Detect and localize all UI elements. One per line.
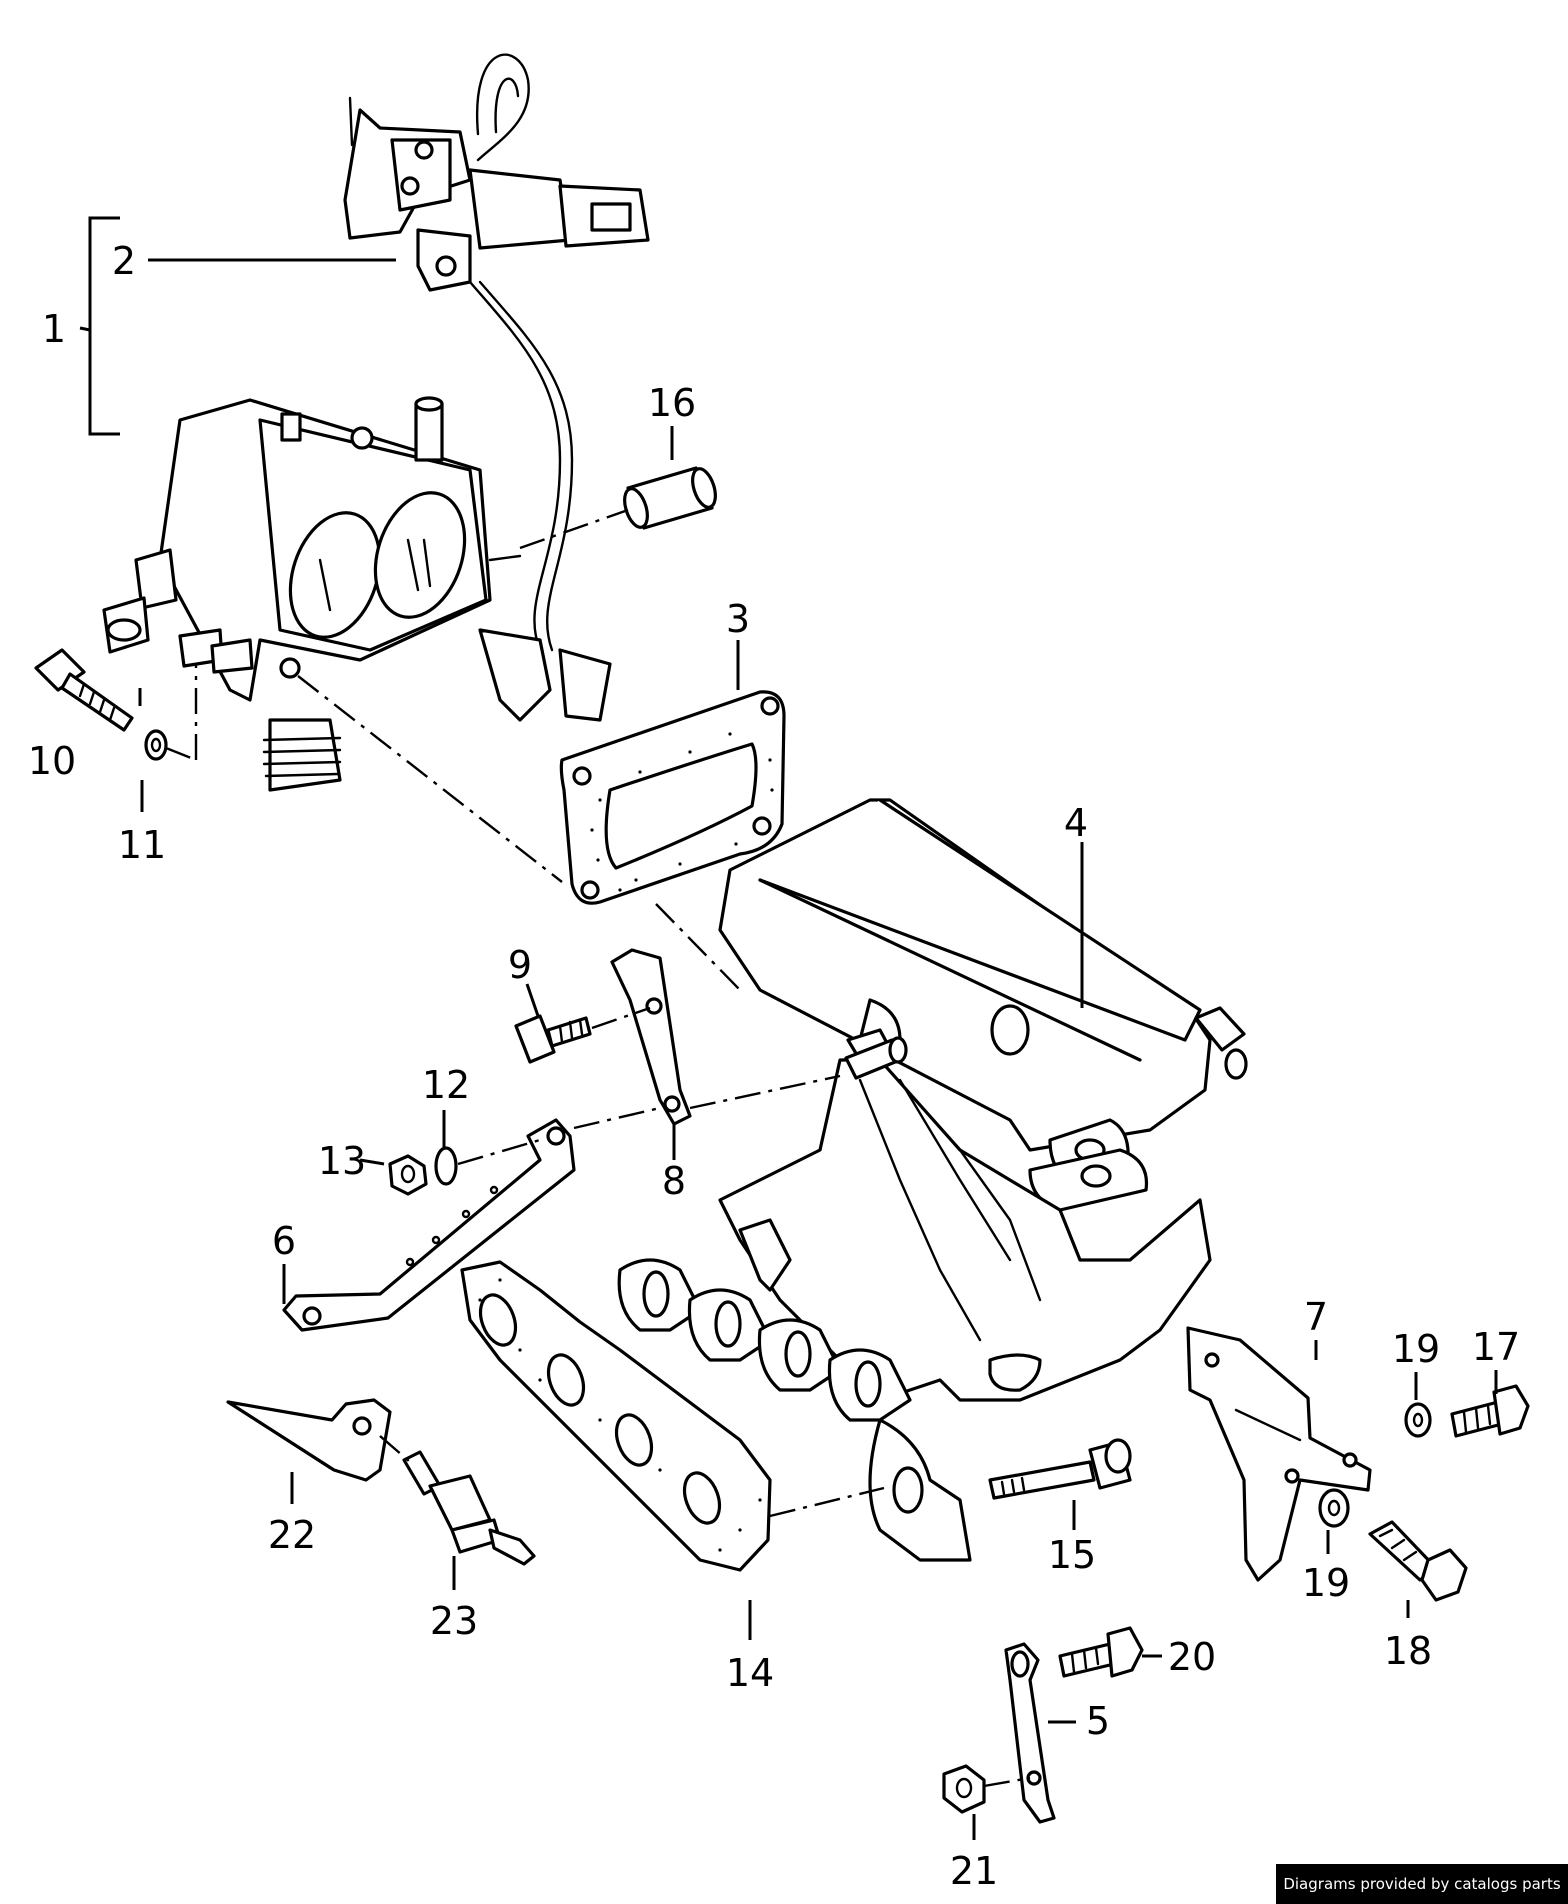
- credit-badge: Diagrams provided by catalogs parts: [1276, 1864, 1568, 1904]
- throttle-gasket-part-illustration: [297, 675, 786, 905]
- bracket-8-part-illustration: [610, 948, 692, 1126]
- washer-19-lower-part-illustration: [1318, 1488, 1350, 1528]
- bolt-10-part-illustration: [34, 648, 134, 732]
- throttle-switch-part-illustration: [343, 53, 650, 652]
- part-label-18: 18: [1384, 1629, 1432, 1673]
- part-label-4: 4: [1064, 801, 1088, 845]
- part-label-15: 15: [1048, 1533, 1096, 1577]
- part-label-2: 2: [112, 239, 136, 283]
- part-label-10: 10: [28, 739, 76, 783]
- throttle-body-part-illustration: [102, 396, 612, 792]
- part-label-3: 3: [726, 597, 750, 641]
- part-label-1: 1: [42, 307, 66, 351]
- bracket-5-part-illustration: [1004, 1642, 1056, 1824]
- part-label-12: 12: [422, 1063, 470, 1107]
- manifold-gasket-part-illustration: [460, 1260, 885, 1572]
- washer-19-upper-part-illustration: [1404, 1402, 1432, 1438]
- part-label-8: 8: [662, 1159, 686, 1203]
- nut-13-part-illustration: [388, 1154, 428, 1196]
- part-label-6: 6: [272, 1219, 296, 1263]
- sender-23-part-illustration: [379, 1435, 536, 1566]
- part-label-11: 11: [118, 823, 166, 867]
- part-label-19-lower: 19: [1302, 1561, 1350, 1605]
- bracket-6-part-illustration: [282, 1118, 576, 1332]
- washer-11-part-illustration: [144, 664, 198, 762]
- bolt-15-part-illustration: [988, 1438, 1132, 1500]
- intake-manifold-part-illustration: [617, 798, 1248, 1562]
- part-label-22: 22: [268, 1513, 316, 1557]
- part-label-7: 7: [1304, 1295, 1328, 1339]
- part-label-19-upper: 19: [1392, 1327, 1440, 1371]
- part-label-5: 5: [1086, 1699, 1110, 1743]
- part-label-20: 20: [1168, 1635, 1216, 1679]
- sleeve-part-illustration: [519, 466, 717, 550]
- stud-part-illustration: [844, 1036, 908, 1080]
- bolt-9-part-illustration: [514, 1006, 841, 1110]
- part-label-17: 17: [1472, 1325, 1520, 1369]
- part-label-13: 13: [318, 1139, 366, 1183]
- nut-21-part-illustration: [942, 1764, 1031, 1814]
- part-label-9: 9: [508, 943, 532, 987]
- part-label-14: 14: [726, 1651, 774, 1695]
- bracket-22-part-illustration: [226, 1398, 392, 1482]
- part-label-16: 16: [648, 381, 696, 425]
- leader-lines: [79, 216, 1498, 1840]
- bolt-17-part-illustration: [1450, 1384, 1530, 1438]
- bolt-18-part-illustration: [1368, 1520, 1468, 1602]
- part-label-23: 23: [430, 1599, 478, 1643]
- washer-12-part-illustration: [434, 1106, 661, 1186]
- bracket-7-part-illustration: [1186, 1326, 1372, 1582]
- part-label-21: 21: [950, 1849, 998, 1893]
- part-number-labels: 1 2 3 4 5 6 7 8 9 10 11 12 13 14 15 16 1…: [28, 239, 1520, 1893]
- bolt-20-part-illustration: [1058, 1626, 1144, 1678]
